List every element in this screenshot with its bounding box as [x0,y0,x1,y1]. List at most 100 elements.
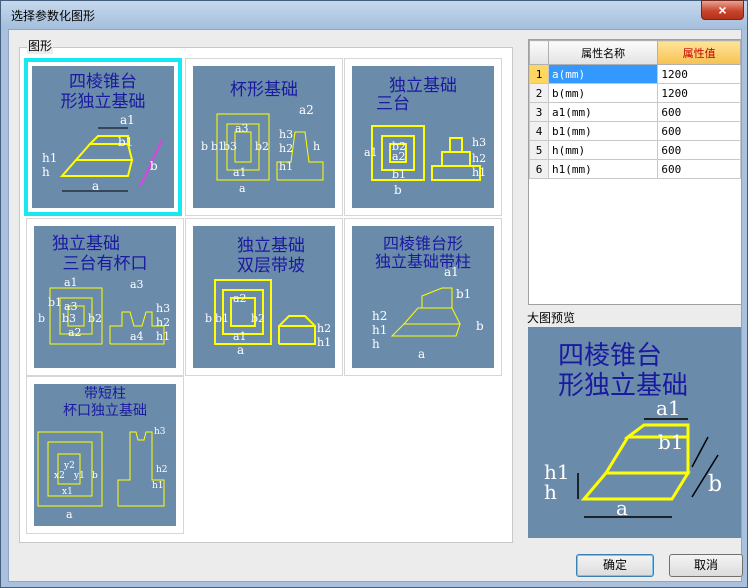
property-name: b(mm) [547,83,659,103]
dim-label: h [544,480,557,504]
double-layer-diagram: a2 b2 b1 a1 b h2 h1 a [205,279,331,357]
tile-title-line: 双层带坡 [237,256,305,276]
dim-label: b1 [456,287,471,301]
column-header-value: 属性值 [657,40,741,65]
dim-label: a3 [235,122,249,135]
table-row[interactable]: 1 a(mm) 1200 [529,64,741,84]
shape-tile-short-column-cup[interactable]: 带短柱 杯口独立基础 x2 x1 y1 y2 b h3 h1 [26,376,184,534]
dim-label: h1 [472,166,486,179]
dim-label: b1 [215,312,229,325]
table-row[interactable]: 5 h(mm) 600 [529,140,741,160]
shape-tile-three-step-cup-foundation[interactable]: 独立基础 三台有杯口 a1 a3 b1 a3 b3 b2 a2 [26,218,184,376]
preview-title-line: 四棱锥台 [558,341,663,371]
column-header-name: 属性名称 [547,40,659,65]
row-number: 4 [529,121,549,141]
three-step-diagram: b2 a2 a1 b1 h3 h2 h1 b [364,125,486,197]
window-title: 选择参数化图形 [11,9,96,23]
dim-label: h2 [279,142,293,155]
dim-label: h1 [42,151,57,165]
preview-label: 大图预览 [527,311,576,325]
dim-label: y1 [73,471,85,481]
row-number-header [529,40,549,65]
close-button[interactable]: × [701,0,744,20]
dim-label: a [616,496,628,520]
preview-diagram: a1 b1 h1 h b a [544,396,722,520]
dim-label: b3 [223,140,237,153]
property-value[interactable]: 600 [657,102,741,122]
dim-label: b1 [118,135,133,149]
dim-label: b1 [658,430,684,454]
cup-diagram: a2 a3 h3 b2 h2 b b1 b3 h h1 a1 a [201,103,324,195]
dim-label: a1 [64,276,78,289]
dim-label: b3 [62,312,76,325]
property-value[interactable]: 1200 [657,83,741,103]
cancel-button[interactable]: 取消 [669,554,743,577]
shape-tile-pyramid-with-column[interactable]: 四棱锥台形 独立基础带柱 a1 b1 h2 h1 h b a [344,218,502,376]
dim-label: a [418,347,425,361]
dim-label: b [708,472,722,497]
property-value[interactable]: 600 [657,121,741,141]
property-value[interactable]: 600 [657,140,741,160]
dim-label: a1 [444,265,459,279]
property-name: b1(mm) [547,121,659,141]
pyramid-diagram: a1 b1 b h1 h a [42,113,163,193]
table-row[interactable]: 6 h1(mm) 600 [529,159,741,179]
title-bar[interactable]: 选择参数化图形 × [1,0,747,29]
tile-title-line: 三台 [376,94,410,114]
shape-thumbnail: 独立基础 三台有杯口 a1 a3 b1 a3 b3 b2 a2 [34,226,176,368]
dim-label: a1 [120,113,135,127]
tile-title-line: 独立基础 [52,234,120,254]
tile-title-line: 独立基础 [389,76,457,96]
shape-tile-double-layer-slope[interactable]: 独立基础 双层带坡 a2 b2 b1 a1 b h2 h1 [185,218,343,376]
row-number: 1 [529,64,549,84]
tile-title-line: 形独立基础 [60,92,146,112]
row-number: 2 [529,83,549,103]
shape-tile-cup-foundation[interactable]: 杯形基础 a2 a3 h3 b2 h2 b b1 b3 h [185,58,343,216]
shape-tile-three-step-foundation[interactable]: 独立基础 三台 b2 a2 a1 b1 h3 h2 [344,58,502,216]
dim-label: h2 [317,322,331,335]
shape-thumbnail: 四棱锥台 形独立基础 a1 b1 b h1 h a [32,66,174,208]
dim-label: b [38,312,45,325]
dim-label: b [201,140,208,153]
three-step-cup-diagram: a1 a3 b1 a3 b3 b2 a2 a4 h3 h2 h1 b [38,276,170,345]
dim-label: b1 [392,168,406,181]
dim-label: b2 [392,140,406,153]
dim-label: a1 [364,146,378,159]
table-row[interactable]: 3 a1(mm) 600 [529,102,741,122]
property-name: h1(mm) [547,159,659,179]
dim-label: h1 [317,336,331,349]
dim-label: a2 [392,150,406,163]
row-number: 6 [529,159,549,179]
dim-label: a [237,343,244,357]
dim-label: a2 [68,326,82,339]
dim-label: h1 [156,330,170,343]
dim-label: x2 [54,471,65,481]
shape-group: 四棱锥台 形独立基础 a1 b1 b h1 h a [19,47,513,543]
tile-title-line: 四棱锥台形 [382,234,463,253]
dim-label: x1 [62,487,73,497]
dim-label: a [239,182,246,195]
property-value[interactable]: 600 [657,159,741,179]
shape-thumbnail: 独立基础 三台 b2 a2 a1 b1 h3 h2 [352,66,494,208]
pyramid-column-diagram: a1 b1 h2 h1 h b a [372,265,484,361]
row-number: 3 [529,102,549,122]
dim-label: h3 [154,427,166,437]
table-row[interactable]: 2 b(mm) 1200 [529,83,741,103]
tile-title-line: 独立基础 [237,236,305,256]
dim-label: h2 [156,316,170,329]
dim-label: a3 [64,300,78,313]
ok-button[interactable]: 确定 [576,554,654,577]
shape-thumbnail: 四棱锥台形 独立基础带柱 a1 b1 h2 h1 h b a [352,226,494,368]
property-value[interactable]: 1200 [657,64,741,84]
short-column-cup-diagram: x2 x1 y1 y2 b h3 h1 h2 a [37,427,168,521]
shape-tile-pyramid-foundation[interactable]: 四棱锥台 形独立基础 a1 b1 b h1 h a [24,58,182,216]
dim-label: h [313,140,320,153]
dim-label: b [394,183,402,197]
preview-title-line: 形独立基础 [558,371,689,401]
table-row[interactable]: 4 b1(mm) 600 [529,121,741,141]
dim-label: h1 [279,160,293,173]
tile-title-line: 三台有杯口 [62,254,148,274]
dim-label: b2 [88,312,102,325]
property-name: a(mm) [547,64,659,84]
close-icon: × [718,2,727,18]
